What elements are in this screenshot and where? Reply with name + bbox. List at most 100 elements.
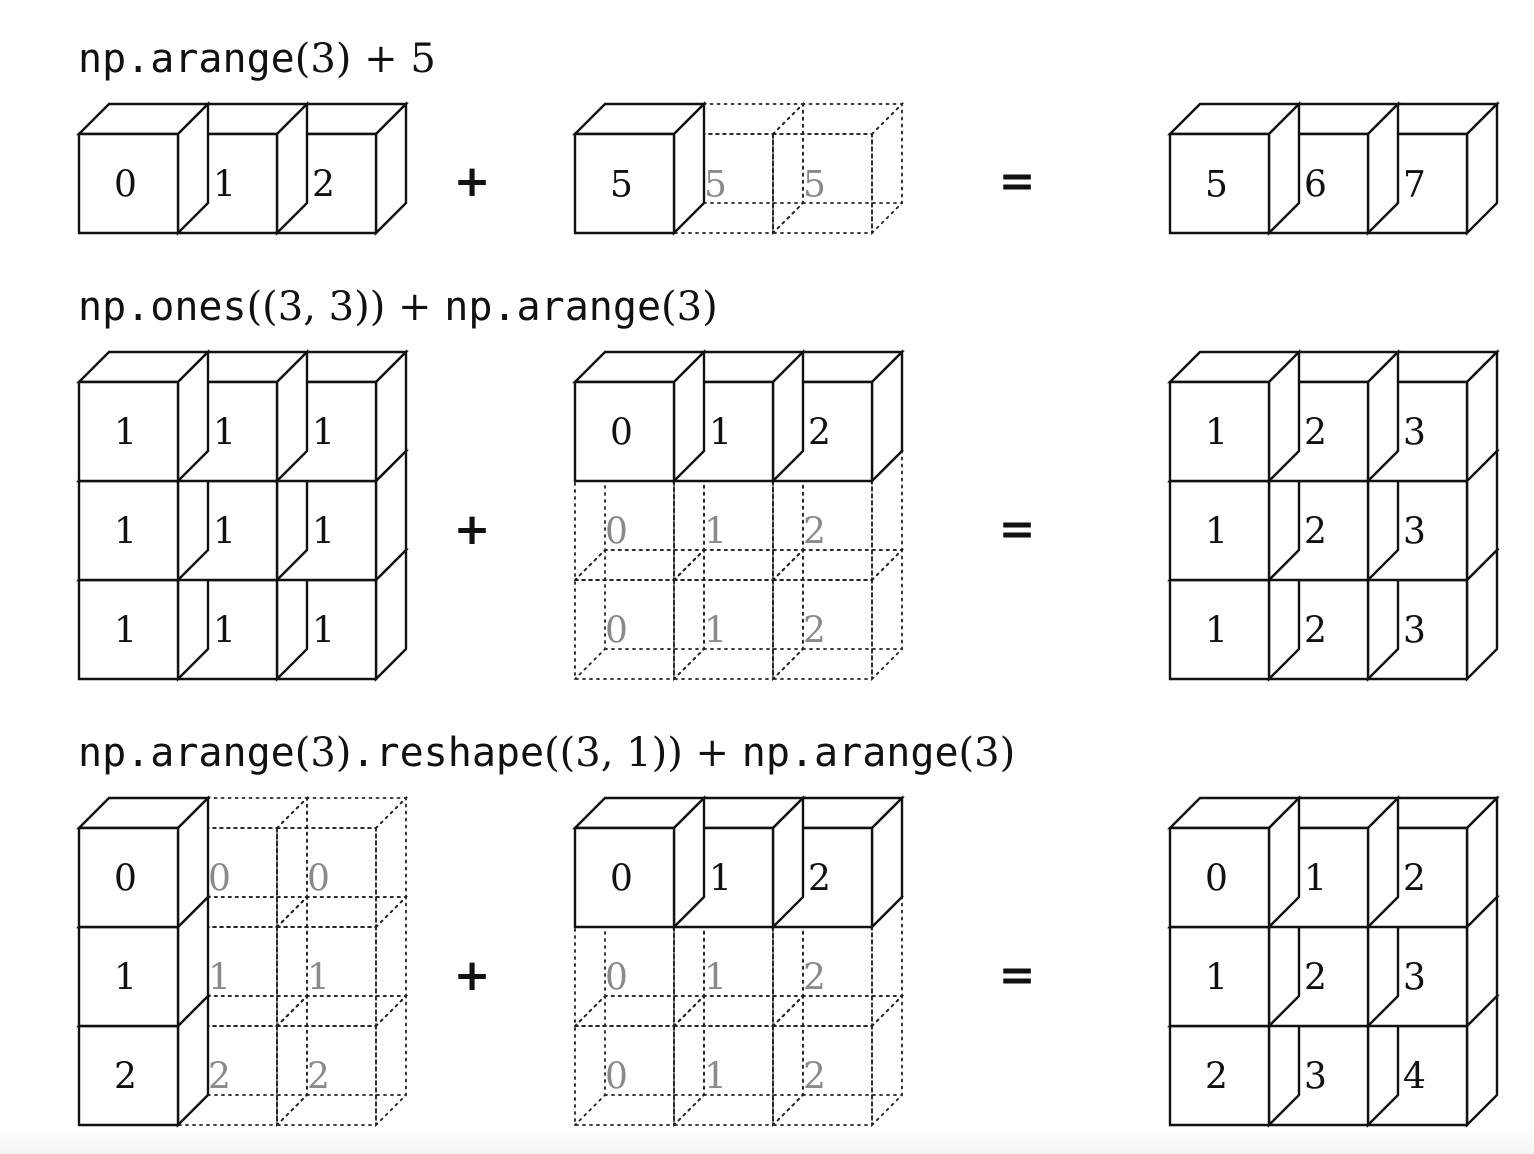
array-cell: 5 bbox=[572, 101, 707, 236]
math-token: (3) bbox=[295, 730, 352, 776]
cube-front-face bbox=[77, 132, 180, 235]
cube-front-face bbox=[77, 380, 180, 483]
cell-value: 2 bbox=[808, 413, 831, 454]
equals-operator: = bbox=[999, 950, 1036, 1001]
array-cell: 0 bbox=[572, 349, 707, 484]
broadcast-cell-value: 1 bbox=[208, 958, 231, 999]
code-token: .reshape bbox=[351, 730, 544, 776]
math-token: ((3, 1)) bbox=[544, 730, 683, 776]
array-cell: 0 bbox=[572, 547, 707, 682]
cube-front-face bbox=[573, 380, 676, 483]
cube-back-edge bbox=[772, 103, 804, 234]
expression-title: np.ones((3, 3)) + np.arange(3) bbox=[78, 284, 718, 330]
cell-value: 1 bbox=[312, 611, 335, 652]
cube-back-edge bbox=[772, 995, 804, 1126]
cell-value: 1 bbox=[213, 413, 236, 454]
cell-value: 6 bbox=[1304, 165, 1327, 206]
broadcast-cell-value: 5 bbox=[803, 165, 826, 206]
cube-back-edge bbox=[772, 549, 804, 680]
broadcast-cell-value: 2 bbox=[803, 512, 826, 553]
cube-top-face bbox=[671, 549, 806, 581]
cell-value: 4 bbox=[1403, 1057, 1426, 1098]
expression-title: np.arange(3).reshape((3, 1)) + np.arange… bbox=[78, 730, 1015, 776]
cube-top-face bbox=[274, 797, 409, 829]
row-scalar-broadcast: np.arange(3) + 5 210 + 555 = 765 bbox=[76, 36, 1500, 236]
cube-back-edge bbox=[276, 797, 308, 928]
cube-top-face bbox=[770, 995, 905, 1027]
operand-right: 5 5 5 bbox=[572, 101, 905, 236]
cube-side-face bbox=[276, 894, 308, 1029]
plus-operator: + bbox=[454, 950, 491, 1001]
cube-back-edge bbox=[276, 896, 308, 1027]
cell-value: 5 bbox=[610, 165, 633, 206]
cell-value: 0 bbox=[610, 413, 633, 454]
cube-front-face bbox=[1168, 380, 1271, 483]
cell-value: 7 bbox=[1403, 165, 1426, 206]
broadcast-cell-value: 5 bbox=[704, 165, 727, 206]
cube-front-face bbox=[573, 132, 676, 235]
math-token: (3) bbox=[295, 36, 352, 82]
broadcast-cell-value: 0 bbox=[605, 958, 628, 999]
cell-value: 1 bbox=[312, 413, 335, 454]
code-token: np.arange bbox=[444, 284, 661, 330]
broadcast-cell-value: 2 bbox=[803, 1057, 826, 1098]
cube-top-face bbox=[770, 549, 905, 581]
code-token: np.arange bbox=[78, 730, 295, 776]
cube-top-face bbox=[274, 896, 409, 928]
expression-title: np.arange(3) + 5 bbox=[78, 36, 436, 82]
array-cell: 0 bbox=[572, 993, 707, 1128]
cell-value: 2 bbox=[808, 859, 831, 900]
cube-side-face bbox=[772, 993, 804, 1128]
cube-side-face bbox=[772, 101, 804, 236]
math-token: ((3, 3)) bbox=[247, 284, 386, 330]
array-cell: 5 bbox=[1167, 101, 1302, 236]
cube-top-face bbox=[770, 103, 905, 135]
array-cell: 0 bbox=[1167, 795, 1302, 930]
broadcast-cell-value: 0 bbox=[208, 859, 231, 900]
cube-front-face bbox=[574, 1025, 675, 1126]
cube-top-face bbox=[572, 995, 707, 1027]
array-cell: 0 bbox=[76, 795, 211, 930]
cube-front-face bbox=[77, 826, 180, 929]
cell-value: 1 bbox=[114, 611, 137, 652]
cell-value: 2 bbox=[312, 165, 335, 206]
broadcast-cell-value: 1 bbox=[704, 611, 727, 652]
math-token: + bbox=[385, 284, 444, 330]
cube-back-edge bbox=[574, 549, 606, 680]
cube-side-face bbox=[871, 547, 903, 682]
cube-side-face bbox=[871, 101, 903, 236]
cell-value: 1 bbox=[1205, 512, 1228, 553]
cube-front-face bbox=[1168, 826, 1271, 929]
math-token: (3) bbox=[959, 730, 1016, 776]
cube-top-face bbox=[671, 995, 806, 1027]
cell-value: 0 bbox=[1205, 859, 1228, 900]
cell-value: 1 bbox=[114, 413, 137, 454]
cube-side-face bbox=[871, 993, 903, 1128]
cube-top-face bbox=[572, 549, 707, 581]
cell-value: 3 bbox=[1304, 1057, 1327, 1098]
broadcast-cell-value: 2 bbox=[307, 1057, 330, 1098]
broadcast-cell-value: 1 bbox=[704, 512, 727, 553]
cell-value: 3 bbox=[1403, 413, 1426, 454]
cube-side-face bbox=[276, 993, 308, 1128]
cell-value: 0 bbox=[610, 859, 633, 900]
operand-result: 7 6 5 bbox=[1167, 101, 1500, 236]
row-column-plus-row: np.arange(3).reshape((3, 1)) + np.arange… bbox=[76, 730, 1500, 1128]
array-cell: 1 bbox=[1167, 349, 1302, 484]
cell-value: 2 bbox=[114, 1057, 137, 1098]
cell-value: 5 bbox=[1205, 165, 1228, 206]
cell-value: 3 bbox=[1403, 512, 1426, 553]
cell-value: 1 bbox=[709, 413, 732, 454]
cube-side-face bbox=[375, 894, 407, 1029]
cube-back-edge bbox=[574, 995, 606, 1126]
broadcast-cell-value: 0 bbox=[605, 611, 628, 652]
broadcast-cell-value: 1 bbox=[704, 958, 727, 999]
cell-value: 2 bbox=[1304, 611, 1327, 652]
broadcast-cell-value: 1 bbox=[704, 1057, 727, 1098]
plus-operator: + bbox=[454, 156, 491, 207]
cell-value: 0 bbox=[114, 859, 137, 900]
